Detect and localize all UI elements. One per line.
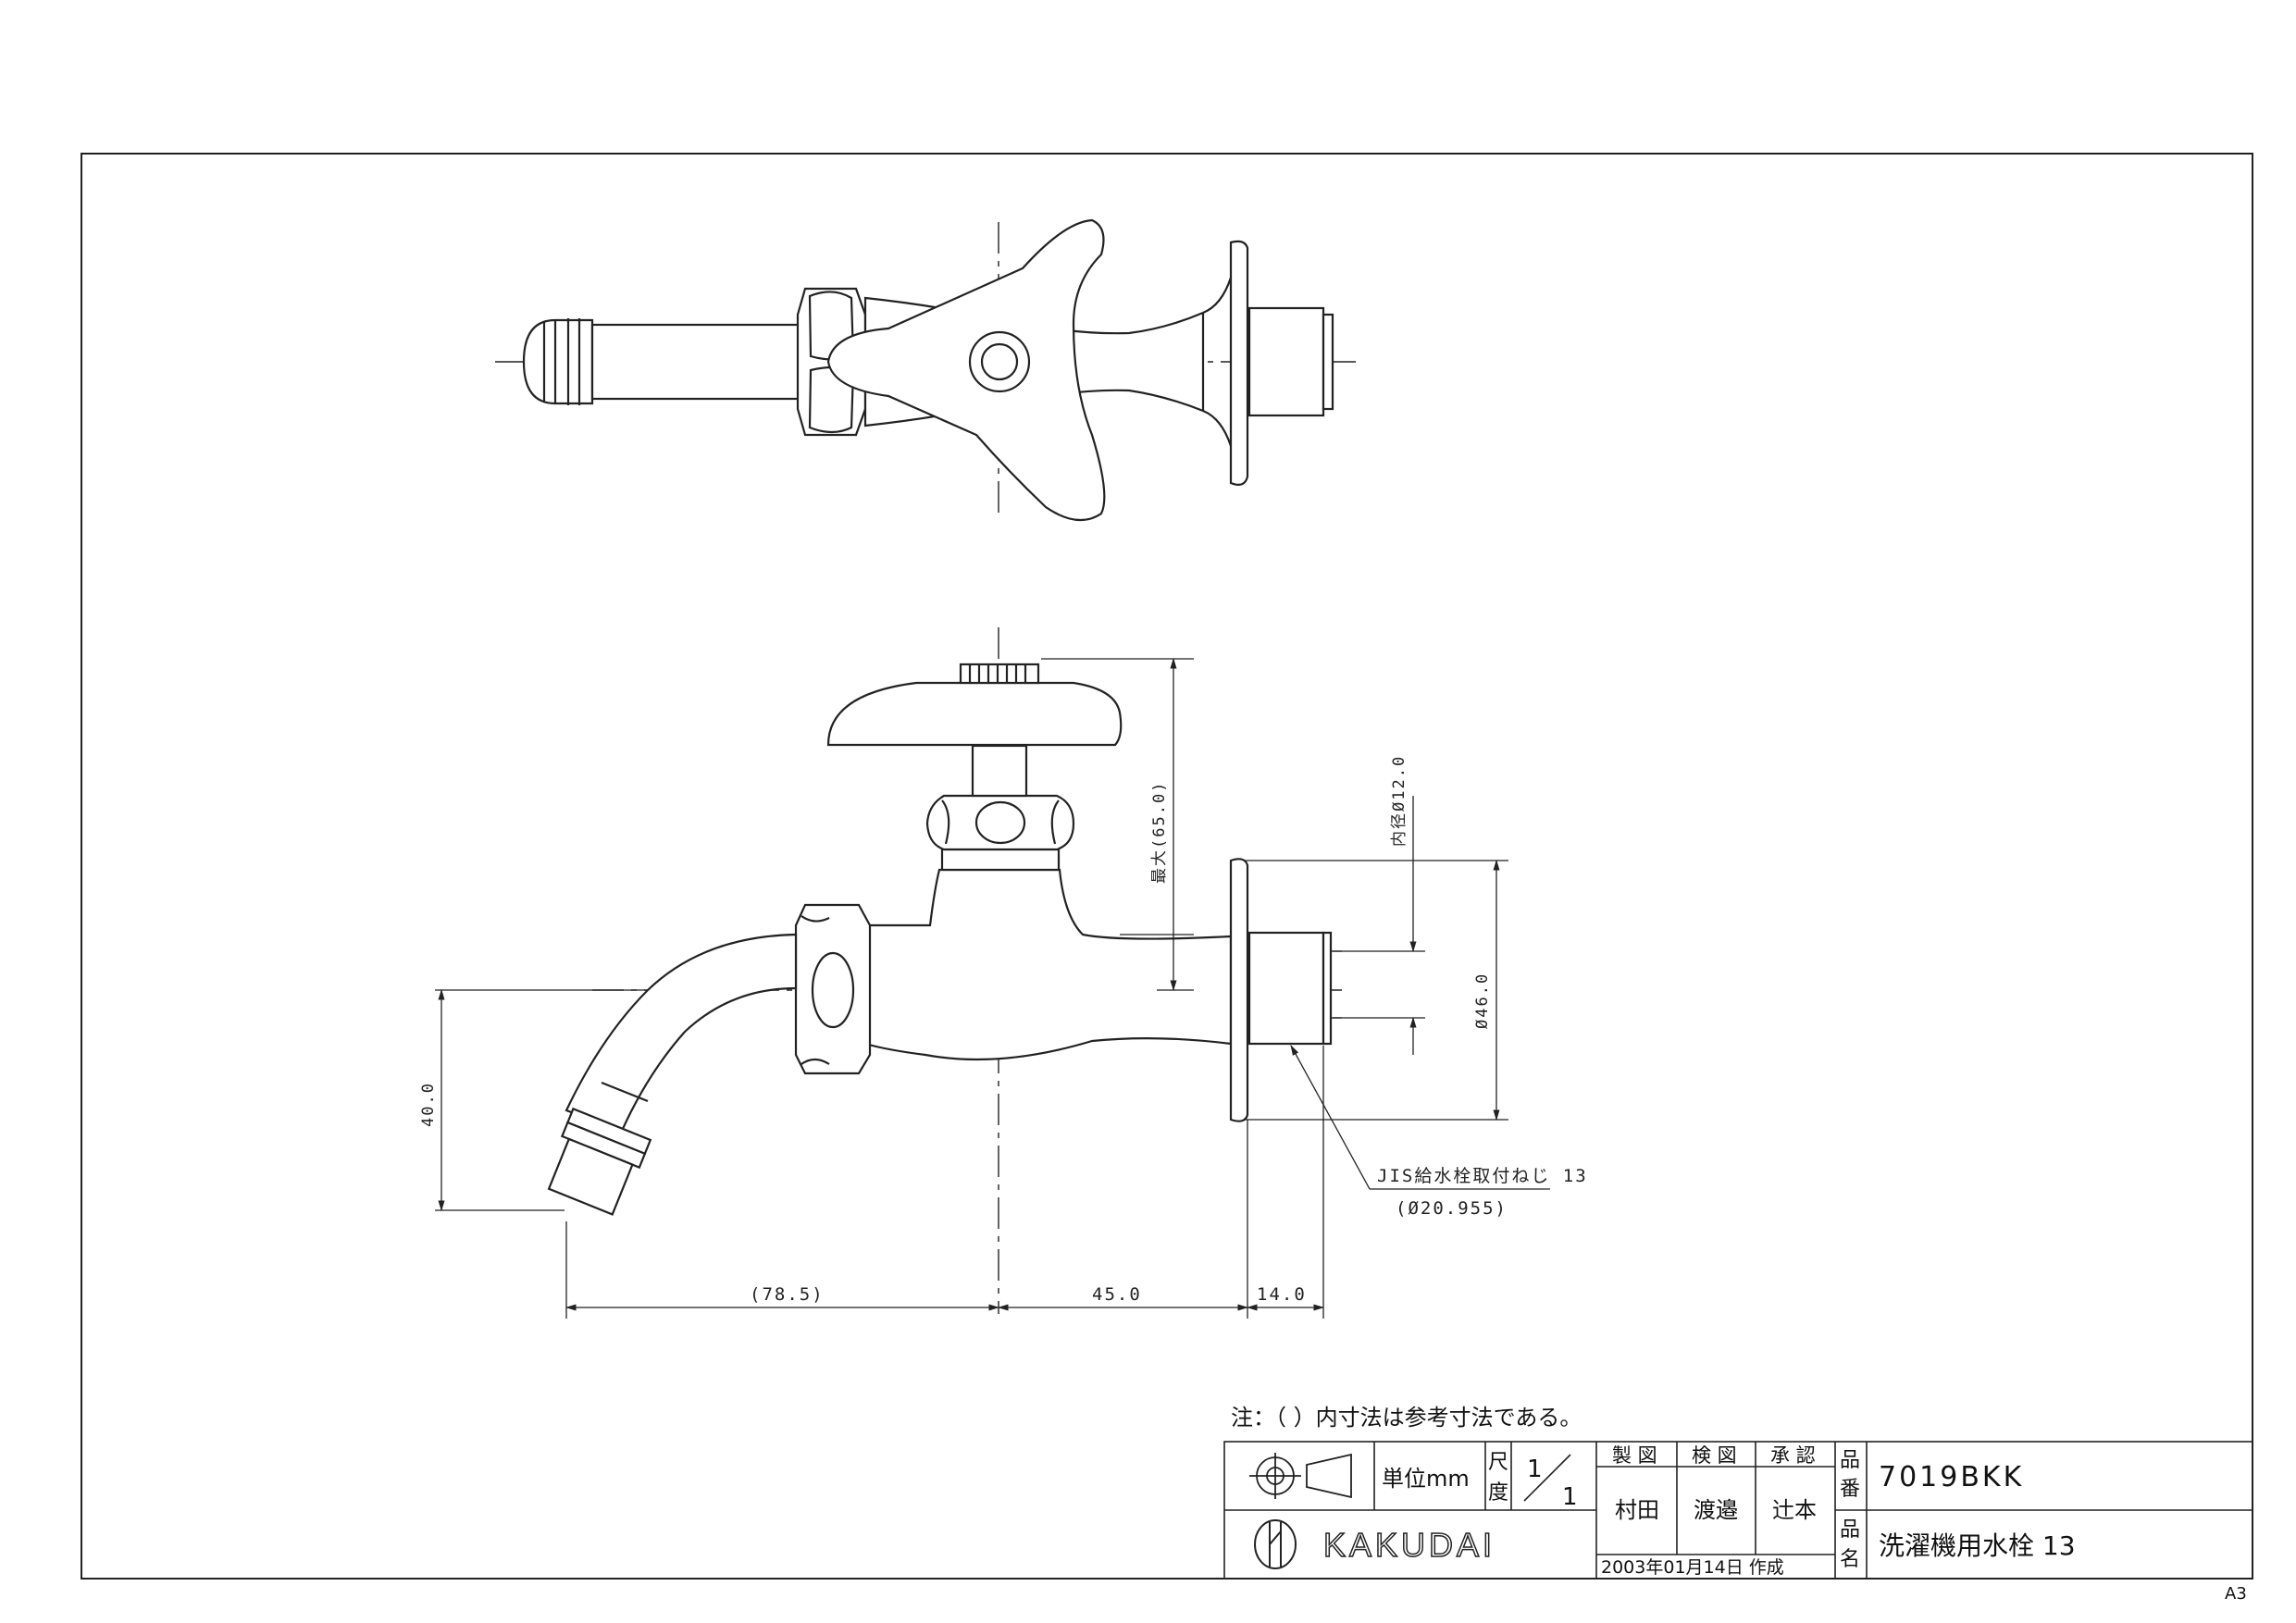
projection-symbol-icon [1249,1453,1352,1499]
side-handle-cap [959,663,1040,685]
dim-height-spout: 40.0 [419,1082,438,1127]
thread-note: JIS給水栓取付ねじ 13 [1377,1166,1588,1186]
dim-flange-diameter: Ø46.0 [1473,973,1492,1029]
part-no-label-top: 品 [1840,1449,1860,1472]
role-draw: 製 図 [1612,1444,1657,1467]
name-check: 渡邉 [1694,1497,1738,1523]
side-view [547,627,1342,1314]
kakudai-logo-icon [1254,1519,1297,1569]
dim-inner-diameter: 内径Ø12.0 [1390,755,1409,847]
side-body [863,868,1233,1061]
scale-label-bottom: 度 [1488,1481,1508,1505]
scale-denominator: 1 [1562,1483,1578,1511]
top-pipe [590,323,807,401]
sheet-border [81,153,2253,1580]
top-handle [826,218,1106,522]
name-draw: 村田 [1615,1497,1659,1523]
created-date: 2003年01月14日 作成 [1601,1557,1784,1578]
side-spout-tip [547,1137,634,1216]
side-bonnet [940,848,1061,872]
part-name: 洗濯機用水栓 13 [1879,1530,2076,1561]
dim-length-body: 45.0 [1092,1284,1142,1305]
top-thread [1247,306,1325,417]
dimensions [435,657,1550,1319]
unit-label: 単位mm [1382,1466,1470,1492]
role-check: 検 図 [1692,1444,1737,1467]
side-spout [565,933,798,1133]
reference-note: 注：（ ）内寸法は参考寸法である。 [1231,1405,1582,1431]
name-approve: 辻本 [1772,1497,1817,1523]
part-no: 7019BKK [1879,1461,2024,1493]
dim-height-max: 最大(65.0) [1150,781,1169,884]
dim-length-spout: (78.5) [750,1284,825,1305]
side-flange [1229,858,1249,1122]
role-approve: 承 認 [1770,1444,1816,1467]
top-view [495,218,1356,522]
top-hose-end [522,318,594,405]
part-no-label-bottom: 番 [1840,1478,1860,1501]
side-handle [826,681,1123,747]
title-block [1223,1441,2253,1580]
dim-length-thread: 14.0 [1257,1284,1307,1305]
side-stem [971,744,1028,798]
thread-diameter: (Ø20.955) [1396,1198,1508,1219]
scale-numerator: 1 [1527,1456,1543,1483]
sheet-size: A3 [2225,1584,2247,1604]
scale-label-top: 尺 [1488,1451,1508,1474]
part-name-label-bottom: 名 [1840,1548,1860,1571]
part-name-label-top: 品 [1840,1518,1860,1542]
side-thread [1247,931,1325,1046]
top-flange [1229,240,1249,486]
logo-text: KAKUDAI [1323,1526,1496,1564]
